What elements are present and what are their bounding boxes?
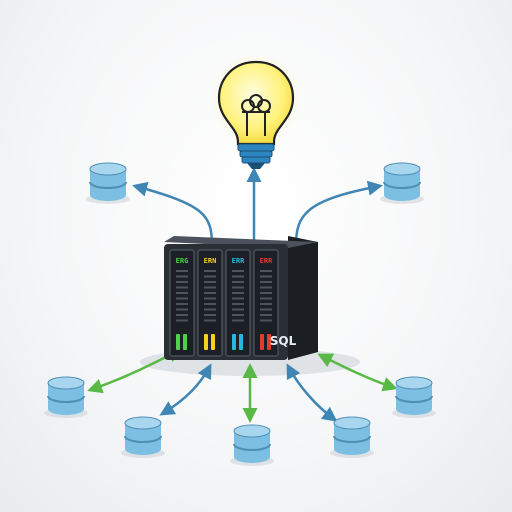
status-led [239,334,243,350]
drive-slot: ERR [253,249,279,357]
drive-slot: ERN [197,249,223,357]
drive-slot-code: ERN [204,257,217,265]
link-lower-right [286,363,338,422]
drive-slot-code: ERR [260,257,273,265]
link-right [317,353,398,392]
status-led [204,334,208,350]
link-upper-right [294,180,383,247]
status-led [232,334,236,350]
status-led [260,334,264,350]
drive-slot-code: ERG [176,257,189,265]
database-icon [121,416,165,458]
database-icon [392,376,436,418]
database-icon [230,424,274,466]
sql-label: SQL [270,334,297,348]
lightbulb-icon [210,52,302,169]
status-led [176,334,180,350]
database-icon [380,162,424,204]
database-icon [44,376,88,418]
drive-slot: ERR [225,249,251,357]
database-icon [330,416,374,458]
sql-server: ERG ERN ERR ERR SQL [164,236,318,360]
database-icon [86,162,130,204]
link-upper-left [132,181,214,247]
status-led [183,334,187,350]
status-led [267,334,271,350]
drive-slot: ERG [169,249,195,357]
status-led [211,334,215,350]
database-nodes [44,162,436,466]
server-side-face [288,236,318,360]
link-lower-left [159,363,212,416]
drive-slot-code: ERR [232,257,245,265]
